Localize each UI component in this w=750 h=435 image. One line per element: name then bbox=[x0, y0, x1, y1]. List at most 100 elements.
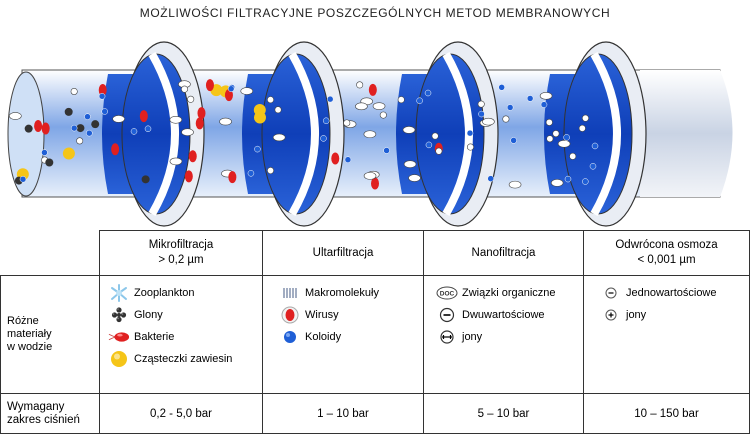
colloid-particle bbox=[510, 137, 517, 144]
ion-particle bbox=[274, 106, 282, 114]
ion-particle bbox=[343, 119, 351, 127]
header-micro: Mikrofiltracja> 0,2 µm bbox=[99, 230, 263, 276]
colloid-particle bbox=[98, 93, 106, 100]
doc-particle bbox=[169, 115, 183, 124]
bacteria-icon bbox=[108, 328, 130, 346]
ion-particle bbox=[356, 81, 364, 89]
doc-particle bbox=[112, 115, 125, 123]
divalent-ion-icon bbox=[436, 306, 458, 324]
ion-particle bbox=[581, 114, 589, 122]
doc-particle bbox=[408, 174, 421, 182]
doc-particle bbox=[181, 128, 194, 136]
colloid-particle bbox=[322, 117, 330, 124]
doc-particle bbox=[169, 157, 183, 166]
svg-text:DOC: DOC bbox=[440, 291, 455, 298]
virus-particle bbox=[195, 117, 204, 130]
materials-ro: Jednowartościowe jony bbox=[583, 275, 750, 394]
colloid-particle bbox=[416, 97, 423, 104]
pipe-entrance bbox=[7, 71, 45, 197]
colloid-icon bbox=[279, 328, 301, 346]
filtration-table: Mikrofiltracja> 0,2 µm Ultarfiltracja Na… bbox=[0, 230, 750, 434]
doc-particle bbox=[219, 117, 232, 126]
membrane-ring bbox=[261, 41, 345, 227]
doc-particle bbox=[482, 117, 495, 126]
ion-particle bbox=[76, 137, 84, 145]
colloid-particle bbox=[70, 124, 78, 132]
colloid-particle bbox=[582, 178, 589, 185]
colloid-particle bbox=[254, 145, 261, 153]
doc-particle bbox=[9, 112, 22, 120]
membrane-ring bbox=[415, 41, 499, 227]
monovalent-minus-icon bbox=[600, 284, 622, 302]
list-item: Jednowartościowe bbox=[600, 282, 749, 304]
doc-particle bbox=[272, 133, 286, 142]
colloid-particle bbox=[425, 141, 433, 149]
algae-particle bbox=[76, 124, 85, 133]
colloid-particle bbox=[41, 149, 48, 156]
virus-particle bbox=[34, 120, 43, 133]
colloid-particle bbox=[247, 170, 255, 177]
ion-particle bbox=[379, 111, 387, 119]
colloid-particle bbox=[563, 134, 570, 141]
pressure-nano: 5 – 10 bar bbox=[423, 393, 584, 434]
ion-particle bbox=[502, 115, 510, 123]
doc-particle bbox=[557, 139, 571, 148]
ion-particle bbox=[569, 152, 577, 160]
colloid-particle bbox=[86, 129, 93, 137]
zooplankton-icon bbox=[108, 284, 130, 302]
colloid-particle bbox=[526, 95, 534, 102]
header-ro: Odwrócona osmoza< 0,001 µm bbox=[583, 230, 750, 276]
corner-cell bbox=[0, 230, 100, 276]
colloid-particle bbox=[540, 101, 548, 108]
list-item: Zooplankton bbox=[108, 282, 262, 304]
materials-ultra: Makromolekuły Wirusy Koloidy bbox=[262, 275, 424, 394]
list-item: Glony bbox=[108, 304, 262, 326]
materials-micro: Zooplankton Glony Bakterie Cząsteczki za… bbox=[99, 275, 263, 394]
list-item: Bakterie bbox=[108, 326, 262, 348]
doc-particle bbox=[550, 179, 564, 187]
colloid-particle bbox=[424, 89, 432, 97]
virus-particle bbox=[139, 110, 148, 123]
virus-particle bbox=[111, 143, 120, 156]
pressure-micro: 0,2 - 5,0 bar bbox=[99, 393, 263, 434]
colloid-particle bbox=[591, 142, 599, 150]
colloid-particle bbox=[589, 163, 597, 170]
suspended-particle bbox=[253, 111, 266, 124]
list-item: Dwuwartościowe bbox=[436, 304, 583, 326]
virus-icon bbox=[279, 306, 301, 324]
colloid-particle bbox=[320, 135, 327, 142]
virus-particle bbox=[188, 150, 197, 163]
virus-particle bbox=[331, 152, 340, 165]
ion-particle bbox=[435, 147, 443, 155]
ion-particle bbox=[545, 118, 553, 126]
pressure-ultra: 1 – 10 bar bbox=[262, 393, 424, 434]
doc-particle bbox=[363, 130, 377, 139]
ion-particle bbox=[466, 143, 474, 151]
list-item: Wirusy bbox=[279, 304, 423, 326]
algae-particle bbox=[91, 120, 100, 129]
colloid-particle bbox=[144, 125, 152, 133]
list-item: jony bbox=[436, 326, 583, 348]
virus-particle bbox=[228, 171, 237, 184]
ion-particle bbox=[477, 100, 485, 108]
ion-particle bbox=[187, 95, 195, 103]
ion-particle bbox=[267, 167, 275, 175]
doc-particle bbox=[508, 180, 522, 189]
ion-particle bbox=[267, 96, 275, 104]
virus-particle bbox=[224, 89, 233, 102]
colloid-particle bbox=[326, 95, 334, 103]
ion-particle bbox=[552, 130, 560, 138]
virus-particle bbox=[197, 107, 206, 120]
divalent-ion-pair-icon bbox=[436, 328, 458, 346]
pressure-ro: 10 – 150 bar bbox=[583, 393, 750, 434]
ion-particle bbox=[546, 135, 554, 143]
algae-icon bbox=[108, 306, 130, 324]
doc-organic-icon: DOC bbox=[436, 284, 458, 302]
colloid-particle bbox=[383, 147, 390, 154]
macromolecule-icon bbox=[279, 284, 301, 302]
doc-particle bbox=[372, 102, 386, 110]
doc-particle bbox=[403, 160, 417, 168]
